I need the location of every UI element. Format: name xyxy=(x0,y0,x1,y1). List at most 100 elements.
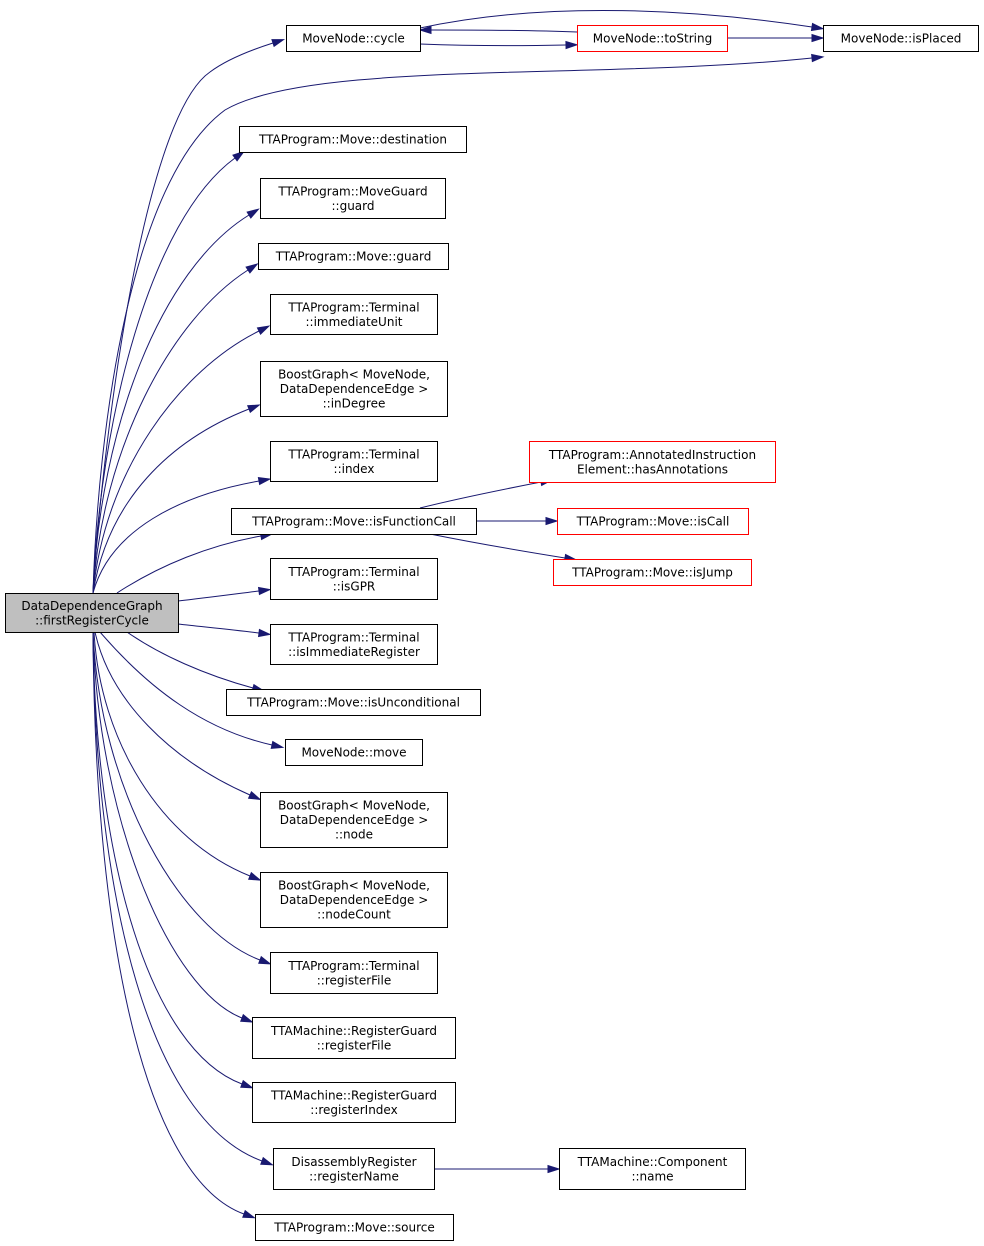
node-nodecount[interactable]: BoostGraph< MoveNode,DataDependenceEdge … xyxy=(260,872,448,928)
node-label-line: TTAProgram::Terminal xyxy=(287,565,419,579)
arrowhead-icon xyxy=(258,955,272,965)
node-box xyxy=(557,508,749,535)
node-box xyxy=(252,1082,456,1123)
node-box xyxy=(286,25,421,52)
edge-root-to-isfunctioncall xyxy=(116,531,274,594)
edge-line xyxy=(92,631,243,1085)
node-isplaced[interactable]: MoveNode::isPlaced xyxy=(823,25,979,52)
edge-root-to-isimmreg xyxy=(177,623,272,638)
arrowhead-icon xyxy=(247,790,262,801)
node-label-line: TTAProgram::Terminal xyxy=(287,447,419,461)
node-hasannotations[interactable]: TTAProgram::AnnotatedInstructionElement:… xyxy=(529,441,776,483)
node-isgpr[interactable]: TTAProgram::Terminal::isGPR xyxy=(270,558,438,600)
edge-root-to-destination xyxy=(92,150,246,594)
node-label-line: TTAMachine::RegisterGuard xyxy=(270,1088,437,1102)
node-box xyxy=(270,558,438,600)
node-label-line: DataDependenceGraph xyxy=(21,599,162,613)
node-source[interactable]: TTAProgram::Move::source xyxy=(255,1214,454,1241)
node-label-line: TTAProgram::Terminal xyxy=(287,300,419,314)
edge-root-to-regfile_term xyxy=(92,631,272,965)
edge-regname-to-compname xyxy=(434,1164,561,1174)
edge-root-to-nodecount xyxy=(93,631,262,881)
arrowhead-icon xyxy=(247,404,261,414)
node-label-line: TTAProgram::Move::isJump xyxy=(571,566,733,580)
node-isimmreg[interactable]: TTAProgram::Terminal::isImmediateRegiste… xyxy=(270,624,438,665)
node-box xyxy=(239,126,467,153)
node-label-line: TTAProgram::Move::source xyxy=(273,1221,435,1235)
edge-line xyxy=(92,269,249,594)
arrowhead-icon xyxy=(565,40,579,50)
node-box xyxy=(270,624,438,665)
node-layer: DataDependenceGraph::firstRegisterCycleM… xyxy=(5,25,979,1241)
node-label-line: ::index xyxy=(334,462,375,476)
node-label-line: BoostGraph< MoveNode, xyxy=(278,368,430,382)
node-label-line: ::firstRegisterCycle xyxy=(35,613,149,627)
node-label-line: TTAProgram::Terminal xyxy=(287,959,419,973)
node-index[interactable]: TTAProgram::Terminal::index xyxy=(270,441,438,482)
edge-root-to-move_guard xyxy=(92,263,259,594)
node-destination[interactable]: TTAProgram::Move::destination xyxy=(239,126,467,153)
node-label-line: ::registerFile xyxy=(317,973,391,987)
node-box xyxy=(226,689,481,716)
node-label-line: TTAProgram::Move::isFunctionCall xyxy=(251,515,456,529)
node-box xyxy=(270,294,438,335)
arrowhead-icon xyxy=(257,586,272,596)
edge-line xyxy=(177,590,260,602)
edge-line xyxy=(419,43,567,47)
node-box xyxy=(260,792,448,848)
node-label-line: MoveNode::isPlaced xyxy=(841,32,962,46)
node-box xyxy=(553,559,752,586)
node-label-line: ::nodeCount xyxy=(317,908,391,922)
node-cycle[interactable]: MoveNode::cycle xyxy=(286,25,421,52)
node-node[interactable]: BoostGraph< MoveNode,DataDependenceEdge … xyxy=(260,792,448,848)
edge-cycle-to-tostring xyxy=(419,40,579,50)
node-immediateunit[interactable]: TTAProgram::Terminal::immediateUnit xyxy=(270,294,438,335)
node-regname[interactable]: DisassemblyRegister::registerName xyxy=(273,1148,435,1190)
edge-line xyxy=(92,631,263,1162)
edge-layer xyxy=(92,9,825,1219)
edge-isfunctioncall-to-iscall xyxy=(476,516,559,526)
edge-root-to-regname xyxy=(92,631,274,1166)
node-regfile_term[interactable]: TTAProgram::Terminal::registerFile xyxy=(270,952,438,994)
node-compname[interactable]: TTAMachine::Component::name xyxy=(559,1148,746,1190)
arrowhead-icon xyxy=(418,25,432,35)
arrowhead-icon xyxy=(810,22,825,32)
node-box xyxy=(559,1148,746,1190)
node-regfile_guard[interactable]: TTAMachine::RegisterGuard::registerFile xyxy=(252,1017,456,1059)
edge-root-to-isuncond xyxy=(126,631,266,692)
node-label-line: ::node xyxy=(335,828,373,842)
node-label-line: ::guard xyxy=(331,199,374,213)
node-moveguard_guard[interactable]: TTAProgram::MoveGuard::guard xyxy=(260,178,446,219)
arrowhead-icon xyxy=(257,628,272,638)
edge-tostring-to-isplaced xyxy=(727,33,825,43)
node-label-line: MoveNode::cycle xyxy=(302,32,405,46)
node-isjump[interactable]: TTAProgram::Move::isJump xyxy=(553,559,752,586)
node-move[interactable]: MoveNode::move xyxy=(285,739,423,766)
edge-line xyxy=(177,623,260,634)
node-label-line: BoostGraph< MoveNode, xyxy=(278,879,430,893)
arrowhead-icon xyxy=(545,516,559,526)
edge-root-to-immediateunit xyxy=(92,325,271,594)
node-box xyxy=(231,508,477,535)
node-box xyxy=(270,952,438,994)
node-regindex[interactable]: TTAMachine::RegisterGuard::registerIndex xyxy=(252,1082,456,1123)
node-label-line: Element::hasAnnotations xyxy=(577,462,728,476)
edge-line xyxy=(92,480,260,594)
node-isfunctioncall[interactable]: TTAProgram::Move::isFunctionCall xyxy=(231,508,477,535)
edge-line xyxy=(419,481,542,509)
node-iscall[interactable]: TTAProgram::Move::isCall xyxy=(557,508,749,535)
node-box xyxy=(260,361,448,417)
edge-root-to-regfile_guard xyxy=(92,631,254,1023)
node-label-line: TTAMachine::Component xyxy=(577,1155,728,1169)
node-label-line: ::name xyxy=(631,1169,673,1183)
edge-cycle-to-isplaced xyxy=(419,9,825,32)
node-tostring[interactable]: MoveNode::toString xyxy=(577,25,728,52)
node-isuncond[interactable]: TTAProgram::Move::isUnconditional xyxy=(226,689,481,716)
arrowhead-icon xyxy=(811,33,825,43)
node-move_guard[interactable]: TTAProgram::Move::guard xyxy=(258,243,449,270)
arrowhead-icon xyxy=(240,1079,254,1089)
node-label-line: ::inDegree xyxy=(323,397,386,411)
edge-line xyxy=(430,29,578,33)
node-indegree[interactable]: BoostGraph< MoveNode,DataDependenceEdge … xyxy=(260,361,448,417)
